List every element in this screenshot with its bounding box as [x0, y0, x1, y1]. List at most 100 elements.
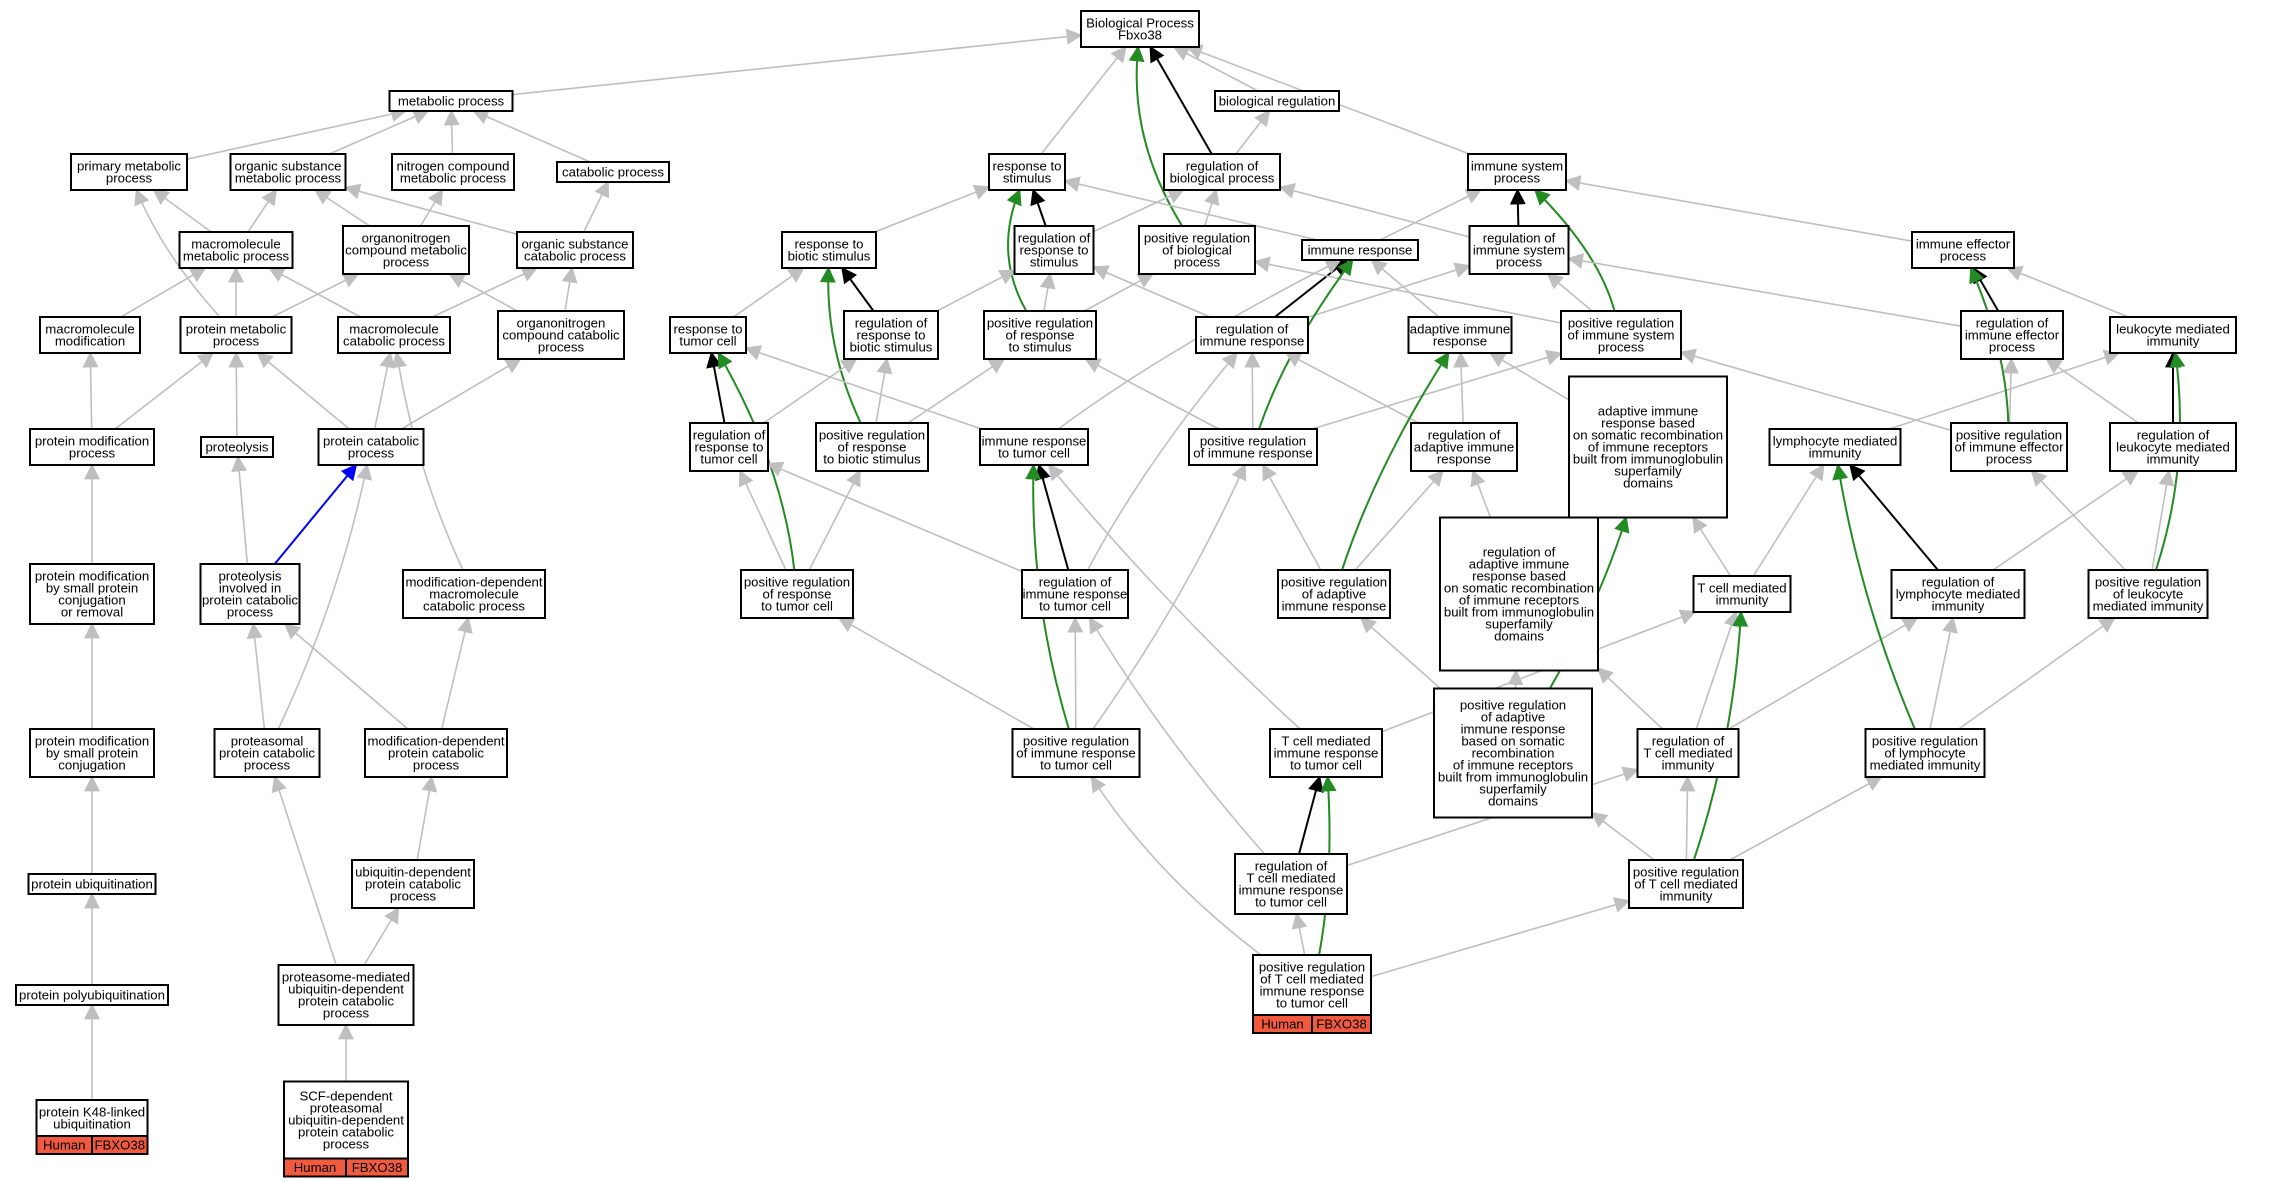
node-label-line: ubiquitination: [53, 1117, 131, 1132]
node-box: [1911, 231, 2015, 269]
go-term-node-catab[interactable]: catabolic process: [556, 161, 670, 183]
node-label-line: adaptive immune: [1410, 322, 1510, 337]
node-label-line: organic substance: [234, 159, 341, 174]
node-label-line: protein modification: [35, 434, 149, 449]
relation-edge: [1354, 469, 1444, 571]
node-label-line: immune system: [1473, 243, 1565, 258]
node-label-line: process: [1989, 340, 2036, 355]
node-box: [1234, 853, 1348, 915]
node-label-line: response to: [857, 328, 926, 343]
go-term-node-scf[interactable]: SCF-dependentproteasomalubiquitin-depend…: [283, 1080, 409, 1178]
node-label-line: of biological: [1162, 243, 1232, 258]
node-label-line: of immune effector: [1955, 440, 2065, 455]
go-term-node-bioreg[interactable]: biological regulation: [1214, 90, 1340, 112]
node-label-line: process: [1496, 255, 1543, 270]
is-a-edge: [706, 351, 726, 424]
relation-edge: [246, 622, 266, 730]
go-term-node-proteasome-med[interactable]: proteasome-mediatedubiquitin-dependentpr…: [277, 964, 415, 1026]
relation-edge: [1453, 351, 1470, 424]
node-label-line: protein catabolic: [298, 1125, 394, 1140]
node-label-line: process: [227, 605, 274, 620]
go-term-node-mod-dep-macro[interactable]: modification-dependentmacromoleculecatab…: [402, 569, 546, 619]
node-label-line: to tumor cell: [1290, 758, 1362, 773]
node-label-line: recombination: [1472, 746, 1555, 761]
node-label-line: Fbxo38: [1118, 28, 1162, 43]
node-box: [1021, 569, 1129, 619]
node-label-line: biotic stimulus: [850, 340, 933, 355]
go-term-node-metab[interactable]: metabolic process: [388, 90, 514, 112]
go-term-node-proteolysis[interactable]: proteolysis: [200, 436, 274, 458]
go-term-node-prot-ubiq[interactable]: protein ubiquitination: [27, 873, 157, 895]
relation-edge: [114, 352, 215, 430]
node-box: [1433, 687, 1593, 819]
node-box: [178, 231, 294, 269]
node-label-line: positive regulation: [744, 575, 850, 590]
go-term-node-imm-resp[interactable]: immune response: [1301, 239, 1419, 261]
go-term-node-prot-polyubiq[interactable]: protein polyubiquitination: [15, 984, 169, 1006]
node-label-line: proteasomal: [310, 1101, 383, 1116]
node-box: [979, 428, 1089, 466]
node-label-line: based on somatic: [1461, 734, 1565, 749]
